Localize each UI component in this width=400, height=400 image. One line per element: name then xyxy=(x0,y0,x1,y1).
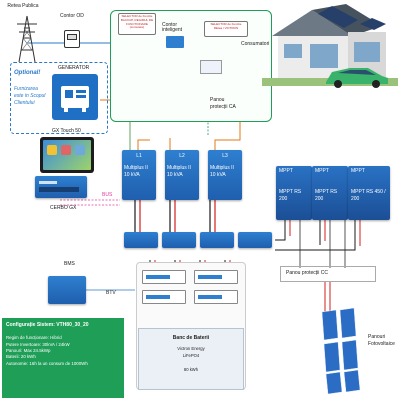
cerbo-label: CERBO GX xyxy=(50,205,77,211)
bms-label: BMS xyxy=(64,261,75,267)
btv-label: BTV xyxy=(106,290,116,296)
inverter-l2-power: 10 kVA xyxy=(167,172,183,178)
inverter-l1-phase: L1 xyxy=(136,153,142,159)
inverter-l2: L2 Multiplus II 10 kVA xyxy=(165,150,199,200)
mppt-2: MPPT MPPT RS 200 xyxy=(312,166,348,220)
inverter-l1-power: 10 kVA xyxy=(124,172,140,178)
mppt-1-model: MPPT RS xyxy=(279,189,302,195)
inverter-l2-model: Multiplus II xyxy=(167,165,191,171)
battery-bank-title: Banc de Baterii xyxy=(172,335,210,341)
config-line: Panouri: Max 24.5kWp xyxy=(6,348,51,353)
battery-4 xyxy=(194,290,238,304)
inverter-l3: L3 Multiplus II 10 kVA xyxy=(208,150,242,200)
selector-backup: SELECTOR de Functie BACKUP, REGIMUL DE F… xyxy=(118,13,156,35)
mppt-3-rating: 200 xyxy=(351,196,360,202)
battery-3 xyxy=(142,290,186,304)
selector-bypass-text: SELECTOR de Functie REtea / VICTRON xyxy=(210,22,242,30)
inverter-l3-power: 10 kVA xyxy=(210,172,226,178)
house-icon xyxy=(262,4,398,86)
mppt-3-model: MPPT RS 450 / xyxy=(351,189,386,195)
inverter-l1-model: Multiplus II xyxy=(124,165,148,171)
config-title: Configurație Sistem: VTH80_30_20 xyxy=(6,322,89,328)
config-line: Baterii: 20 kWh xyxy=(6,354,36,360)
solar-panels-icon xyxy=(321,308,361,394)
generator-icon xyxy=(52,74,98,120)
bms-device xyxy=(48,276,86,304)
ac-panel xyxy=(200,60,222,74)
inverter-l2-phase: L2 xyxy=(179,153,185,159)
mppt-1-rating: 200 xyxy=(279,196,288,202)
selector-backup-text: SELECTOR de Functie BACKUP, REGIMUL DE F… xyxy=(120,14,154,30)
meter-label: Contor OD xyxy=(60,13,84,19)
dc-panel-label: Panou protecții CC xyxy=(286,270,328,276)
battery-bank-capacity: 80 kWh xyxy=(183,367,199,372)
dc-panel xyxy=(280,266,376,282)
meter-icon xyxy=(64,30,80,48)
mppt-3-name: MPPT xyxy=(351,168,365,174)
cerbo-gx xyxy=(35,176,87,198)
lynx-4 xyxy=(238,232,272,248)
mppt-1: MPPT MPPT RS 200 xyxy=(276,166,312,220)
optional-title: Optional! xyxy=(14,70,41,76)
config-line: Autonomie: 16h la un consum de 1000Wh xyxy=(6,360,88,366)
generator-label: GENERATOR xyxy=(58,65,90,71)
optional-note: Furnizarea este in Scopul Clientului xyxy=(14,86,46,106)
config-line: Putere Invertoare: 30kVA / 24kW xyxy=(6,341,70,347)
battery-bank-brand: Victron Energy xyxy=(177,346,205,351)
lynx-3 xyxy=(200,232,234,248)
mppt-2-rating: 200 xyxy=(315,196,324,202)
gx-touch-screen xyxy=(40,137,94,173)
battery-2 xyxy=(194,270,238,284)
battery-bank-card: Banc de Baterii Victron Energy LiFePO4 8… xyxy=(138,328,244,390)
battery-1 xyxy=(142,270,186,284)
pv-label: Panouri Fotovoltaice xyxy=(368,334,395,347)
selector-bypass: SELECTOR de Functie REtea / VICTRON xyxy=(204,21,248,37)
inverter-l3-phase: L3 xyxy=(222,153,228,159)
optional-region xyxy=(10,62,108,134)
grid-title: Retea Publica xyxy=(7,3,39,9)
mppt-2-model: MPPT RS xyxy=(315,189,338,195)
lynx-2 xyxy=(162,232,196,248)
consumers-label: Consumatori xyxy=(241,41,270,47)
config-summary: Configurație Sistem: VTH80_30_20 Regim d… xyxy=(2,318,124,398)
gx-touch-label: GX Touch 50 xyxy=(52,128,81,134)
smart-meter-label: Contor inteligent xyxy=(162,22,183,33)
inverter-l1: L1 Multiplus II 10 kVA xyxy=(122,150,156,200)
power-tower-icon xyxy=(17,15,37,63)
mppt-3: MPPT MPPT RS 450 / 200 xyxy=(348,166,390,220)
battery-bank-chemistry: LiFePO4 xyxy=(182,353,200,358)
bus-label: BUS xyxy=(102,192,113,198)
mppt-2-name: MPPT xyxy=(315,168,329,174)
car-icon xyxy=(326,68,388,88)
mppt-1-name: MPPT xyxy=(279,168,293,174)
ac-panel-label: Panou protecții CA xyxy=(210,97,236,110)
config-line: Regim de funcționare: Hibrid xyxy=(6,335,62,341)
smart-meter xyxy=(166,36,184,48)
inverter-l3-model: Multiplus II xyxy=(210,165,234,171)
lynx-1 xyxy=(124,232,158,248)
